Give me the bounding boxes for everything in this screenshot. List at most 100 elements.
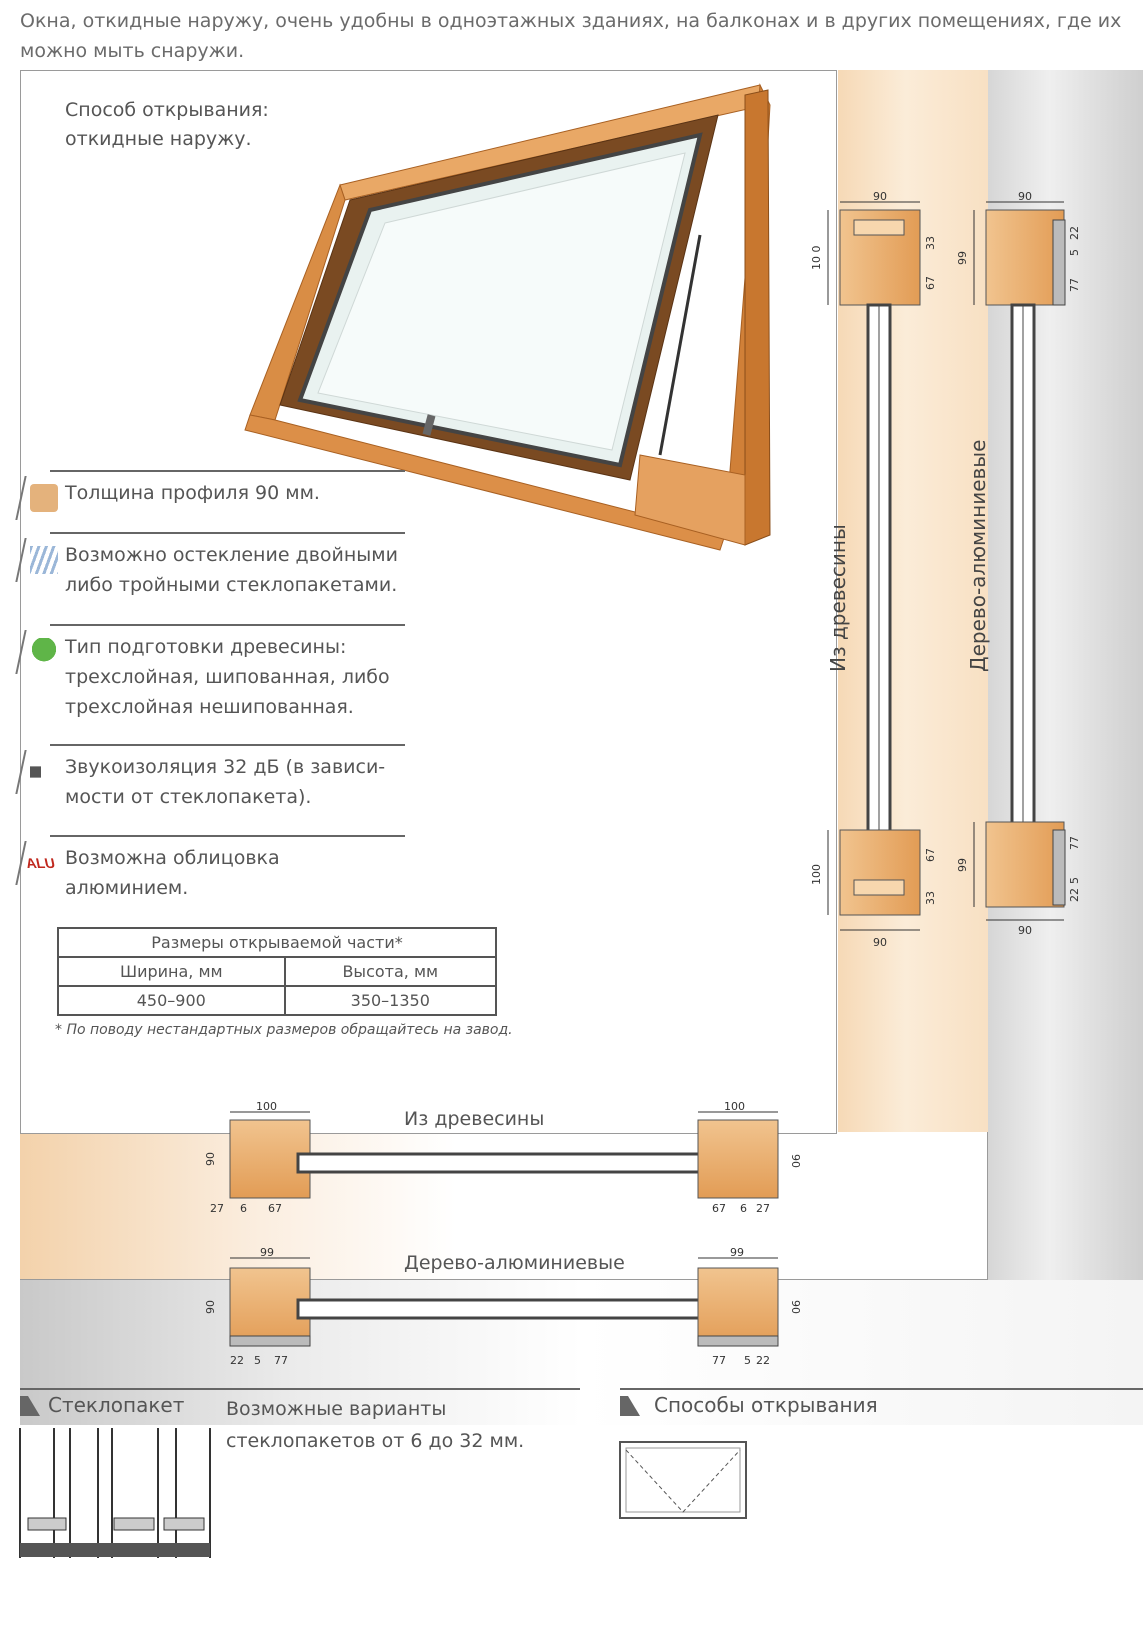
dim-alu-bot-b: 5 xyxy=(1068,877,1081,884)
dim-wood-bot-height: 100 xyxy=(810,864,823,885)
dim-h-alu-right-height: 90 xyxy=(789,1300,802,1314)
glass-unit-variants-icon xyxy=(19,1428,211,1558)
glass-section-text-line1: Возможные варианты xyxy=(226,1398,447,1420)
vertical-profiles-drawing: 90 10 0 33 67 90 100 67 33 90 99 22 5 77… xyxy=(810,190,1081,949)
feature-item: ALU Возможна облицовка алюминием. xyxy=(15,835,405,899)
feature-text: Тип подготовки древесины: трехслойная, ши… xyxy=(65,632,390,722)
dim-h-alu-left-a: 22 xyxy=(230,1354,244,1367)
dim-wood-bot-width: 90 xyxy=(873,936,887,949)
feature-text-line: либо тройными стеклопакетами. xyxy=(65,574,398,596)
handle-icon xyxy=(422,414,436,436)
dim-wood-top-b: 67 xyxy=(924,276,937,290)
dim-h-wood-left-b: 6 xyxy=(240,1202,247,1215)
opening-section-rule xyxy=(620,1388,1143,1390)
feature-rule xyxy=(50,470,405,472)
feature-item: Тип подготовки древесины: трехслойная, ши… xyxy=(15,624,405,730)
speaker-icon xyxy=(15,750,67,794)
horizontal-profiles-drawing: 100 90 27 6 67 100 90 67 6 27 99 90 22 5… xyxy=(204,1100,802,1367)
dim-h-alu-left-c: 77 xyxy=(274,1354,288,1367)
glass-section-title: Стеклопакет xyxy=(48,1393,185,1417)
horizontal-wood-row: 100 90 27 6 67 100 90 67 6 27 xyxy=(204,1100,802,1215)
dim-h-alu-right-width: 99 xyxy=(730,1246,744,1259)
tree-icon xyxy=(15,630,67,674)
dim-h-wood-right-width: 100 xyxy=(724,1100,745,1113)
sizes-header-height: Высота, мм xyxy=(283,956,498,987)
dim-alu-top-b: 5 xyxy=(1068,249,1081,256)
glass-section-text-line2: стеклопакетов от 6 до 32 мм. xyxy=(226,1430,525,1452)
glass-section-text: Возможные варианты стеклопакетов от 6 до… xyxy=(226,1393,524,1457)
feature-text-line: Тип подготовки древесины: xyxy=(65,636,347,658)
alu-badge-label: ALU xyxy=(24,855,57,871)
dim-wood-top-width: 90 xyxy=(873,190,887,203)
sizes-height-value: 350–1350 xyxy=(283,985,498,1016)
vertical-label-wood: Из древесины xyxy=(826,524,850,672)
feature-text-line: Толщина профиля 90 мм. xyxy=(65,482,320,504)
awning-window-illustration xyxy=(244,83,771,551)
feature-text: Толщина профиля 90 мм. xyxy=(65,478,320,508)
glass-section-rule xyxy=(20,1388,580,1390)
alu-badge: ALU xyxy=(15,841,67,885)
horizontal-label-wood: Из древесины xyxy=(404,1108,545,1130)
dim-h-wood-left-c: 67 xyxy=(268,1202,282,1215)
dim-alu-top-c: 77 xyxy=(1068,278,1081,292)
feature-text-line: Звукоизоляция 32 дБ (в зависи- xyxy=(65,756,386,778)
dim-h-wood-right-c: 27 xyxy=(756,1202,770,1215)
footnote: * По поводу нестандартных размеров обращ… xyxy=(55,1022,513,1038)
dim-h-alu-right-a: 77 xyxy=(712,1354,726,1367)
dim-h-wood-left-height: 90 xyxy=(204,1152,217,1166)
intro-text: Окна, откидные наружу, очень удобны в од… xyxy=(20,10,1122,62)
dim-wood-top-a: 33 xyxy=(924,236,937,250)
dim-alu-top-a: 22 xyxy=(1068,226,1081,240)
dim-h-alu-right-c: 22 xyxy=(756,1354,770,1367)
feature-rule xyxy=(50,744,405,746)
feature-text: Возможна облицовка алюминием. xyxy=(65,843,405,903)
dim-h-wood-right-b: 6 xyxy=(740,1202,747,1215)
feature-rule xyxy=(50,624,405,626)
dim-h-wood-left-a: 27 xyxy=(210,1202,224,1215)
opening-section-title: Способы открывания xyxy=(654,1393,878,1417)
feature-rule xyxy=(50,835,405,837)
feature-item: Звукоизоляция 32 дБ (в зависи-мости от с… xyxy=(15,744,405,820)
dim-alu-bot-c: 22 xyxy=(1068,888,1081,902)
opening-caption-line1: Способ открывания: xyxy=(65,99,269,121)
vertical-label-wood-alu: Дерево-алюминиевые xyxy=(966,439,990,672)
feature-text: Звукоизоляция 32 дБ (в зависи-мости от с… xyxy=(65,752,385,812)
feature-text-line: трехслойная нешипованная. xyxy=(65,696,354,718)
dim-alu-bot-a: 77 xyxy=(1068,836,1081,850)
wood-alu-profile-column: 90 99 22 5 77 90 99 77 5 22 xyxy=(956,190,1081,937)
opening-caption-line2: откидные наружу. xyxy=(65,128,252,150)
feature-text-line: Возможно остекление двойными xyxy=(65,544,398,566)
dim-h-alu-right-b: 5 xyxy=(744,1354,751,1367)
opening-caption: Способ открывания: откидные наружу. xyxy=(65,96,269,154)
dim-h-alu-left-b: 5 xyxy=(254,1354,261,1367)
feature-text: Возможно остекление двойными либо тройным… xyxy=(65,540,398,600)
dim-h-alu-left-height: 90 xyxy=(204,1300,217,1314)
dim-alu-bot-height: 99 xyxy=(956,858,969,872)
dim-alu-bot-width: 90 xyxy=(1018,924,1032,937)
sizes-header-width: Ширина, мм xyxy=(57,956,286,987)
dim-alu-top-height: 99 xyxy=(956,251,969,265)
feature-text-line: Возможна облицовка алюминием. xyxy=(65,847,280,899)
dim-h-wood-left-width: 100 xyxy=(256,1100,277,1113)
dim-h-alu-left-width: 99 xyxy=(260,1246,274,1259)
awning-opening-scheme-icon xyxy=(619,1441,747,1519)
feature-rule xyxy=(50,532,405,534)
horizontal-wood-alu-row: 99 90 22 5 77 99 90 77 5 22 xyxy=(204,1246,802,1367)
dim-h-wood-right-height: 90 xyxy=(789,1154,802,1168)
dim-wood-bot-b: 33 xyxy=(924,891,937,905)
horizontal-label-wood-alu: Дерево-алюминиевые xyxy=(404,1252,625,1274)
profile-icon xyxy=(15,476,67,520)
feature-item: Возможно остекление двойными либо тройным… xyxy=(15,532,405,608)
sizes-table-title: Размеры открываемой части* xyxy=(57,927,497,958)
dim-wood-top-height: 10 0 xyxy=(810,246,823,271)
dim-wood-bot-a: 67 xyxy=(924,848,937,862)
dim-h-wood-right-a: 67 xyxy=(712,1202,726,1215)
glass-icon xyxy=(15,538,67,582)
wood-band-frame xyxy=(20,1132,988,1280)
feature-item: Толщина профиля 90 мм. xyxy=(15,470,405,520)
feature-text-line: трехслойная, шипованная, либо xyxy=(65,666,390,688)
dim-alu-top-width: 90 xyxy=(1018,190,1032,203)
sizes-width-value: 450–900 xyxy=(57,985,286,1016)
wood-profile-column: 90 10 0 33 67 90 100 67 33 xyxy=(810,190,937,949)
